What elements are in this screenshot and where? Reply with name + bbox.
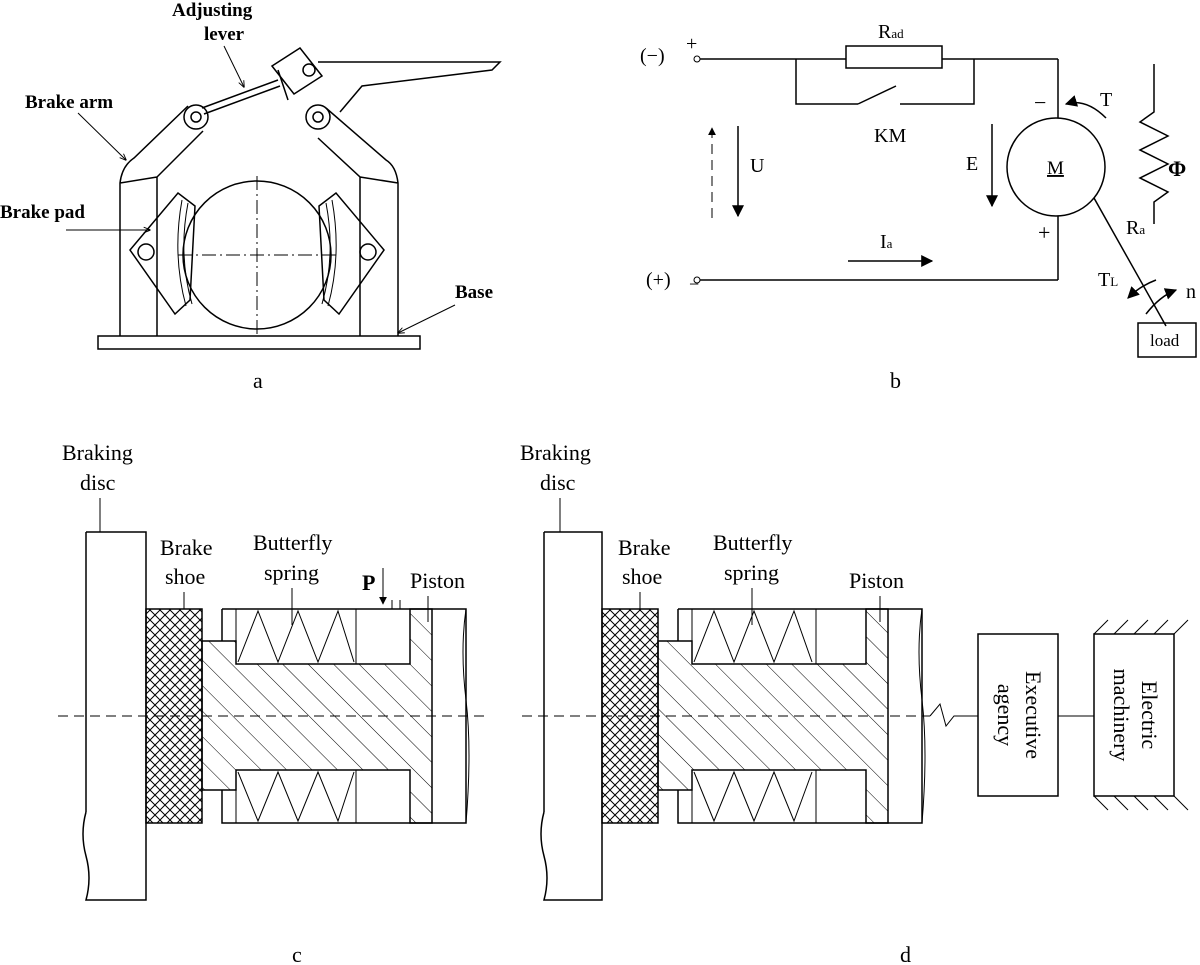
panel-d-disc-brake: Executive agency Electric machinery Brak… — [520, 440, 1189, 965]
km-bypass-loop — [795, 59, 975, 105]
label-base: Base — [455, 282, 493, 303]
label-piston-d: Piston — [849, 568, 904, 593]
terminal-minus-sign: − — [689, 274, 699, 294]
panel-label-d: d — [900, 942, 911, 965]
label-n: n — [1186, 281, 1196, 303]
km-switch-blade — [857, 85, 897, 105]
label-load: load — [1150, 331, 1180, 350]
label-p: P — [362, 570, 375, 595]
executive-agency-box — [977, 633, 1059, 797]
label-braking-disc-d-2: disc — [540, 470, 576, 495]
label-executive-agency-2: agency — [993, 684, 1018, 746]
label-brake-shoe-d-2: shoe — [622, 564, 662, 589]
right-arm-pivot — [305, 104, 331, 130]
terminal-minus-label: (−) — [640, 45, 665, 67]
motor-label: M — [1047, 158, 1064, 179]
left-brake-pad — [129, 191, 196, 316]
panel-label-c: c — [292, 942, 302, 965]
label-butterfly-d-1: Butterfly — [713, 530, 792, 555]
left-brake-arm — [119, 105, 204, 336]
label-braking-disc-c-2: disc — [80, 470, 116, 495]
panel-label-a: a — [253, 368, 263, 393]
butterfly-spring-top-d — [693, 609, 813, 664]
label-rad: Rad — [878, 21, 904, 43]
label-braking-disc-d-1: Braking — [520, 440, 591, 465]
label-tl: TL — [1098, 269, 1118, 291]
label-ra: Ra — [1126, 217, 1145, 239]
panel-a-shoe-brake: Adjusting lever Brake arm Brake pad Base… — [0, 0, 502, 393]
panel-label-b: b — [890, 368, 901, 393]
right-brake-arm — [317, 107, 399, 336]
label-adjusting-lever-2: lever — [204, 24, 245, 45]
adjusting-lever-clevis — [270, 47, 324, 95]
machinery-ground-top — [1093, 619, 1189, 635]
label-butterfly-c-2: spring — [264, 560, 319, 585]
label-brake-shoe-d-1: Brake — [618, 535, 671, 560]
speed-n-arrow — [1145, 288, 1178, 315]
panel-b-motor-circuit: (−) + Rad KM − M + (+) − U E Ia T — [640, 21, 1197, 393]
spring-chamber-top-c — [235, 608, 411, 665]
shaft-link-d — [929, 702, 978, 728]
label-brake-arm: Brake arm — [25, 92, 113, 113]
adjusting-lever-rod — [201, 79, 281, 115]
panel-c-disc-brake: Braking disc Brake shoe Butterfly spring… — [58, 440, 490, 965]
terminal-top — [693, 55, 701, 63]
label-electric-machinery-2: machinery — [1109, 669, 1134, 762]
label-braking-disc-c-1: Braking — [62, 440, 133, 465]
terminal-plus-sign: + — [686, 33, 697, 55]
left-arm-pivot — [183, 104, 209, 130]
motor-symbol — [1006, 117, 1106, 217]
label-piston-c: Piston — [410, 568, 465, 593]
terminal-bottom — [693, 276, 701, 284]
label-brake-shoe-c-2: shoe — [165, 564, 205, 589]
terminal-plus-label: (+) — [646, 269, 671, 291]
field-winding-phi — [1138, 64, 1170, 224]
label-e: E — [966, 153, 978, 175]
butterfly-spring-bot-d — [693, 770, 813, 823]
butterfly-spring-bot-c — [237, 770, 355, 823]
motor-minus-sign: − — [1034, 90, 1046, 115]
load-torque-tl-arrow — [1127, 279, 1157, 299]
label-brake-shoe-c-1: Brake — [160, 535, 213, 560]
spring-chamber-bot-c — [235, 769, 411, 824]
spring-chamber-top-d — [691, 608, 867, 665]
torque-t-arrow — [1064, 95, 1107, 119]
machinery-ground-bot — [1093, 795, 1189, 811]
label-brake-pad: Brake pad — [0, 202, 85, 223]
label-executive-agency-1: Executive — [1021, 671, 1046, 759]
label-ia: Ia — [880, 231, 893, 253]
braking-disc-d — [540, 531, 603, 901]
label-t: T — [1100, 89, 1112, 111]
label-u: U — [750, 155, 765, 177]
label-butterfly-c-1: Butterfly — [253, 530, 332, 555]
upper-lever — [318, 61, 502, 113]
braking-disc-c — [82, 531, 147, 901]
spring-chamber-bot-d — [691, 769, 867, 824]
right-brake-pad — [318, 191, 385, 316]
load-box — [1137, 322, 1197, 358]
label-butterfly-d-2: spring — [724, 560, 779, 585]
label-phi: Φ — [1168, 156, 1186, 181]
motor-plus-sign: + — [1038, 220, 1050, 245]
label-electric-machinery-1: Electric — [1137, 681, 1162, 750]
label-adjusting-lever-1: Adjusting — [172, 0, 253, 21]
butterfly-spring-top-c — [237, 609, 355, 664]
resistor-rad — [845, 45, 943, 69]
label-km: KM — [874, 125, 906, 147]
brake-base-plate — [97, 335, 421, 350]
